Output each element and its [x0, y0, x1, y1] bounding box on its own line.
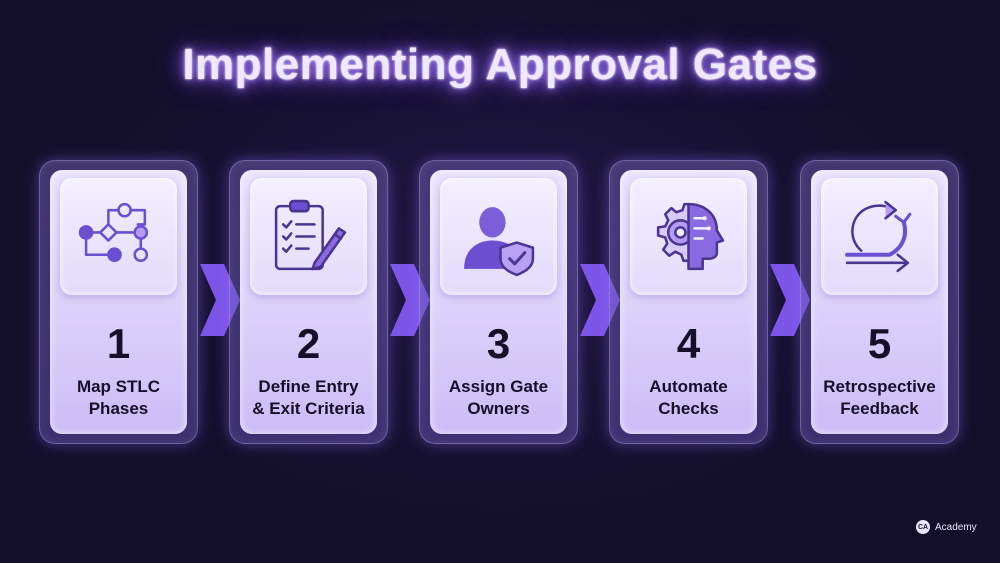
- brand-name: Academy: [935, 521, 977, 533]
- step-number: 4: [676, 320, 701, 367]
- brand-logo: CA: [916, 520, 930, 534]
- step-icon-tile: [60, 178, 177, 295]
- step-card-4: 4 Automate Checks: [609, 160, 768, 444]
- step-icon-tile: [821, 178, 938, 295]
- step-number: 2: [296, 320, 321, 367]
- page-title: Implementing Approval Gates: [182, 40, 818, 89]
- user-shield-icon: [464, 207, 535, 277]
- step-number: 5: [867, 320, 892, 367]
- cycle-arrow-icon: [845, 200, 912, 273]
- gear-ai-head-icon: [656, 202, 725, 271]
- step-card-inner: 5 Retrospective Feedback: [811, 170, 948, 434]
- step-label: Retrospective Feedback: [823, 377, 936, 418]
- step-card-2: 2 Define Entry & Exit Criteria: [229, 160, 388, 444]
- step-number: 1: [106, 320, 131, 367]
- step-label: Define Entry & Exit Criteria: [252, 377, 365, 418]
- step-card-inner: 3 Assign Gate Owners: [430, 170, 567, 434]
- brand-watermark: CA Academy: [916, 520, 977, 534]
- step-card-inner: 4 Automate Checks: [620, 170, 757, 434]
- workflow-diagram-icon: [78, 202, 149, 263]
- step-card-3: 3 Assign Gate Owners: [419, 160, 578, 444]
- step-icon-tile: [630, 178, 747, 295]
- step-icon-tile: [250, 178, 367, 295]
- step-label: Map STLC Phases: [76, 377, 161, 418]
- step-card-1: 1 Map STLC Phases: [39, 160, 198, 444]
- clipboard-checklist-icon: [274, 199, 347, 271]
- step-card-inner: 2 Define Entry & Exit Criteria: [240, 170, 377, 434]
- step-icon-tile: [440, 178, 557, 295]
- step-card-inner: 1 Map STLC Phases: [50, 170, 187, 434]
- step-label: Assign Gate Owners: [448, 377, 549, 418]
- step-label: Automate Checks: [649, 377, 728, 418]
- step-number: 3: [486, 320, 511, 367]
- step-card-5: 5 Retrospective Feedback: [800, 160, 959, 444]
